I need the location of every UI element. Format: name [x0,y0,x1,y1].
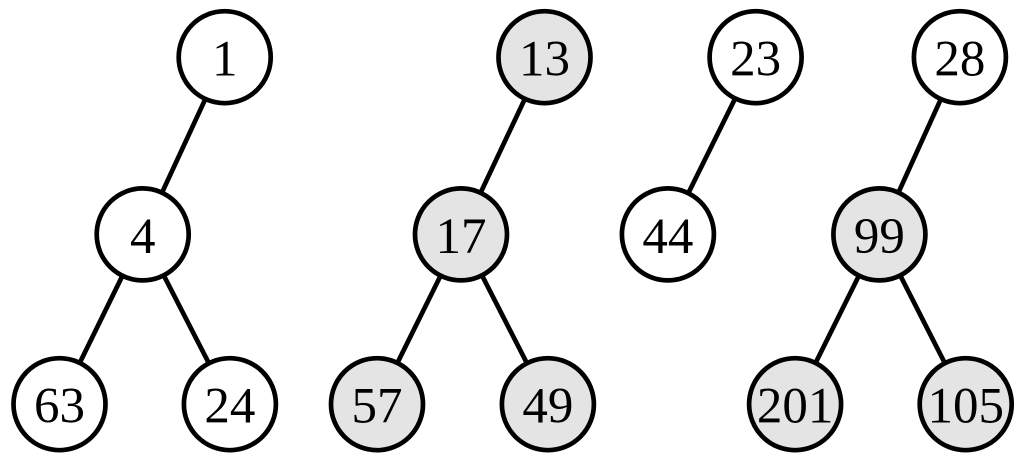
svg-text:4: 4 [130,209,156,265]
svg-text:49: 49 [522,379,573,435]
svg-text:28: 28 [934,32,985,88]
svg-text:17: 17 [436,209,487,265]
svg-text:99: 99 [854,209,905,265]
svg-text:57: 57 [352,379,403,435]
svg-text:24: 24 [204,379,255,435]
svg-text:1: 1 [212,32,238,88]
svg-text:44: 44 [642,209,693,265]
svg-text:105: 105 [927,379,1004,435]
svg-text:201: 201 [757,379,834,435]
svg-text:13: 13 [519,32,570,88]
svg-text:63: 63 [34,379,85,435]
svg-text:23: 23 [730,32,781,88]
